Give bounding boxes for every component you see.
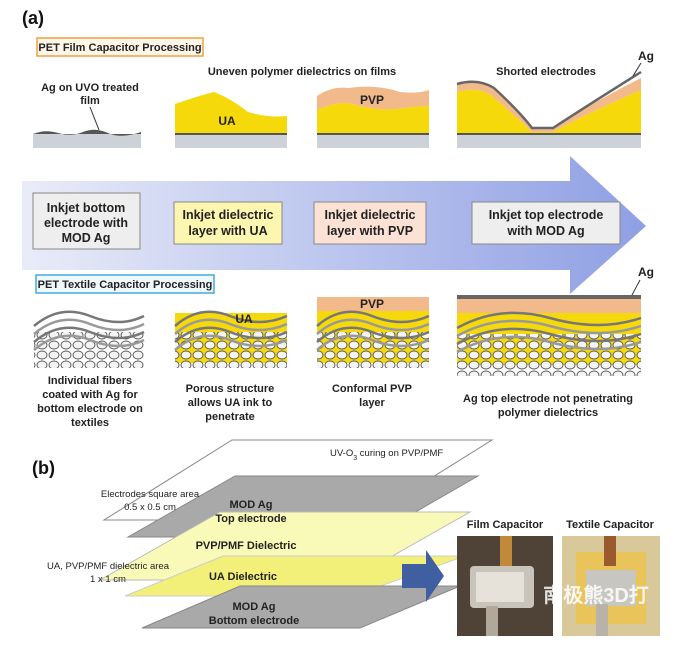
- film3-ua: [317, 102, 429, 134]
- dielectric-area-line2: 1 x 1 cm: [90, 574, 126, 585]
- textile3-fibers: [316, 297, 430, 368]
- film-shorted-label: Shorted electrodes: [496, 66, 596, 78]
- step-box-2: [173, 201, 283, 245]
- film3-pvp-label: PVP: [360, 93, 384, 107]
- step-box-4: [471, 201, 621, 245]
- step3-line1: Inkjet dielectric: [324, 208, 415, 222]
- film1-ag: [33, 129, 141, 136]
- pvp-dielectric-label: PVP/PMF Dielectric: [196, 540, 297, 552]
- textile1-cap-line1: Individual fibers: [48, 375, 132, 387]
- bottom-electrode-line2: Bottom electrode: [209, 615, 299, 627]
- film-uneven-label: Uneven polymer dielectrics on films: [208, 66, 396, 78]
- textile-header-box: [35, 274, 215, 294]
- step2-line2: layer with UA: [188, 224, 267, 238]
- ua-dielectric-label: UA Dielectric: [209, 571, 277, 583]
- textile2-fibers: [174, 310, 288, 368]
- top-electrode-line2: Top electrode: [215, 513, 286, 525]
- film-capacitor-photo: [457, 536, 553, 636]
- textile1-cap-line4: textiles: [71, 417, 109, 429]
- watermark-text: 南极熊3D打: [543, 583, 649, 607]
- textile3-cap-line1: Conformal PVP: [332, 383, 412, 395]
- film-step1-line2: film: [80, 95, 100, 107]
- film3-substrate: [317, 134, 429, 148]
- film-capacitor-label: Film Capacitor: [467, 519, 544, 531]
- textile2-cap-line2: allows UA ink to: [188, 397, 273, 409]
- panel-b-tag: (b): [32, 458, 55, 478]
- panel-a-tag: (a): [22, 8, 44, 28]
- step-box-3: [313, 201, 427, 245]
- film2-ua-label: UA: [218, 114, 236, 128]
- film2-ua: [175, 92, 287, 134]
- film-step1-line1: Ag on UVO treated: [41, 82, 139, 94]
- square-area-line1: Electrodes square area: [101, 489, 200, 500]
- bottom-electrode-line1: MOD Ag: [233, 601, 276, 613]
- step4-line1: Inkjet top electrode: [489, 208, 604, 222]
- dielectric-area-line1: UA, PVP/PMF dielectric area: [47, 561, 170, 572]
- textile4-ag-label: Ag: [638, 265, 654, 279]
- textile1-cap-line3: bottom electrode on: [37, 403, 143, 415]
- textile2-ua-label: UA: [235, 312, 253, 326]
- textile1-fibers: [33, 310, 145, 368]
- step1-line3: MOD Ag: [62, 231, 111, 245]
- top-electrode-line1: MOD Ag: [230, 499, 273, 511]
- square-area-line2: 0.5 x 0.5 cm: [124, 502, 176, 513]
- textile4-cap-line1: Ag top electrode not penetrating: [463, 393, 633, 405]
- film4-ag-label: Ag: [638, 49, 654, 63]
- film4-substrate: [457, 134, 641, 148]
- textile1-cap-line2: coated with Ag for: [42, 389, 138, 401]
- film2-substrate: [175, 134, 287, 148]
- step2-line1: Inkjet dielectric: [182, 208, 273, 222]
- step1-line1: Inkjet bottom: [47, 201, 125, 215]
- film1-substrate: [33, 134, 141, 148]
- film3-pvp: [317, 86, 429, 110]
- film4-ua: [457, 89, 641, 134]
- textile2-cap-line3: penetrate: [205, 411, 255, 423]
- result-arrow: [402, 550, 444, 602]
- textile4-cap-line2: polymer dielectrics: [498, 407, 598, 419]
- step3-line2: layer with PVP: [327, 224, 413, 238]
- film4-top-ag: [456, 70, 642, 130]
- bottom-electrode-layer: [141, 585, 461, 629]
- textile2-cap-line1: Porous structure: [186, 383, 275, 395]
- textile-header: PET Textile Capacitor Processing: [38, 279, 213, 291]
- textile3-cap-line2: layer: [359, 397, 385, 409]
- film1-pointer: [89, 106, 100, 131]
- film4-pvp: [457, 78, 641, 132]
- textile-capacitor-photo: [562, 536, 660, 636]
- film-header-box: [36, 37, 204, 57]
- step4-line2: with MOD Ag: [506, 224, 584, 238]
- textile-capacitor-label: Textile Capacitor: [566, 519, 655, 531]
- textile3-pvp-label: PVP: [360, 297, 384, 311]
- textile4-fibers: [456, 295, 642, 376]
- film-header: PET Film Capacitor Processing: [38, 42, 201, 54]
- step1-line2: electrode with: [44, 216, 128, 230]
- step-box-1: [32, 192, 141, 250]
- uv-label: UV-O3 curing on PVP/PMF: [330, 448, 443, 462]
